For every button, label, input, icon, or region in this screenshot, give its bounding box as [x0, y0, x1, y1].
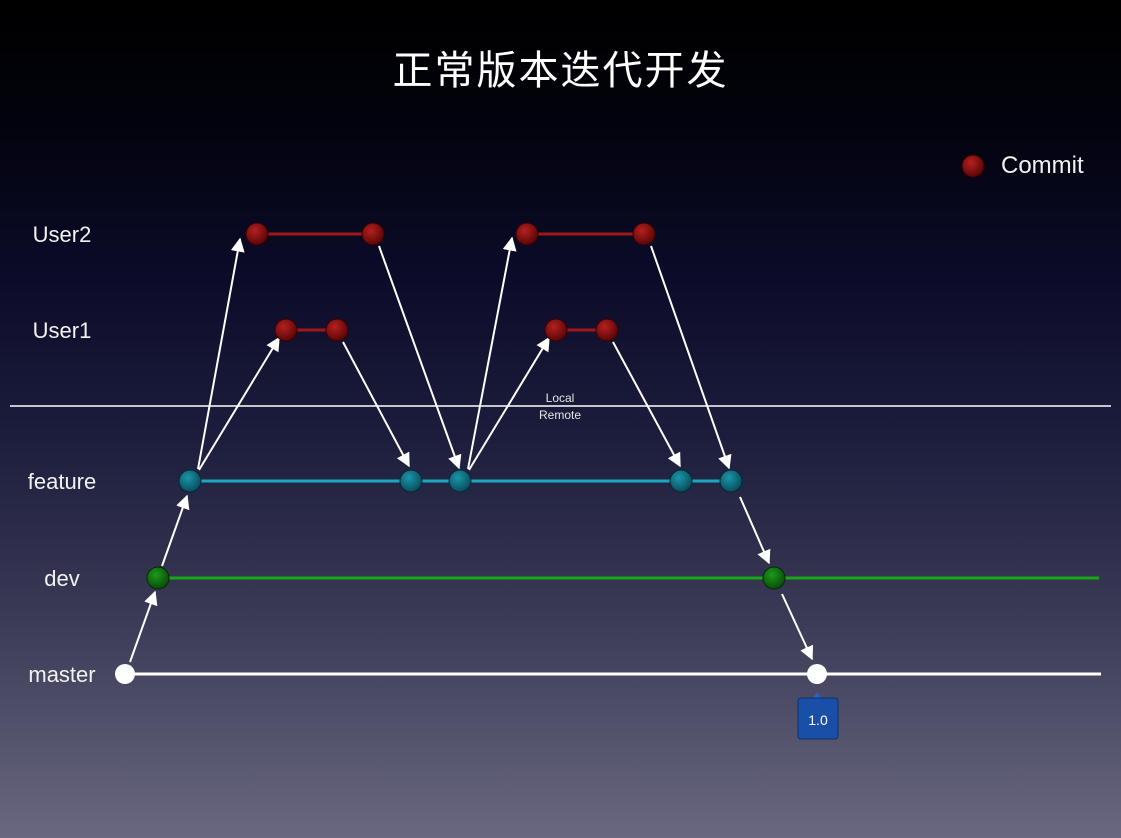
commit-node-feature	[178, 469, 202, 493]
lane-label-user2: User2	[32, 222, 92, 247]
divider-label-local: Local	[545, 391, 575, 405]
commit-node-user2	[361, 222, 385, 246]
commit-node-dev	[146, 566, 170, 590]
arrow-master-to-dev	[129, 590, 158, 663]
arrow-user2-b-to-feature	[650, 245, 732, 470]
commit-node-feature	[448, 469, 472, 493]
lane-label-master: master	[28, 662, 96, 687]
commit-node-user1	[595, 318, 619, 342]
commit-node-user2	[632, 222, 656, 246]
arrow-feature-to-user2-a	[197, 237, 245, 470]
arrow-dev-to-master	[781, 593, 814, 661]
arrow-feature-to-user2-b	[467, 236, 517, 470]
commit-node-user1	[544, 318, 568, 342]
commit-node-user2	[515, 222, 539, 246]
arrow-feature-to-dev	[739, 496, 771, 565]
commit-node-user2	[245, 222, 269, 246]
release-tag-label: 1.0	[808, 712, 828, 728]
commit-node-user1	[325, 318, 349, 342]
legend-label: Commit	[1001, 152, 1084, 179]
commit-node-feature	[669, 469, 693, 493]
lane-label-user1: User1	[32, 318, 92, 343]
arrow-feature-to-user1-b	[468, 336, 550, 471]
arrow-user1-a-to-feature	[342, 341, 410, 468]
lane-label-dev: dev	[44, 566, 80, 591]
arrow-user1-b-to-feature	[612, 341, 681, 468]
lane-label-feature: feature	[27, 469, 97, 494]
divider-label-remote: Remote	[538, 408, 582, 422]
commit-node-feature	[719, 469, 743, 493]
legend-commit-icon	[961, 154, 985, 178]
commit-node-feature	[399, 469, 423, 493]
release-tag	[797, 697, 839, 740]
arrow-user2-a-to-feature	[378, 245, 462, 470]
commit-node-master	[115, 664, 135, 684]
commit-node-dev	[762, 566, 786, 590]
commit-node-master	[807, 664, 827, 684]
arrow-dev-to-feature	[161, 494, 190, 567]
page-title: 正常版本迭代开发	[392, 48, 729, 94]
arrow-feature-to-user1-a	[198, 336, 280, 471]
commit-node-user1	[274, 318, 298, 342]
